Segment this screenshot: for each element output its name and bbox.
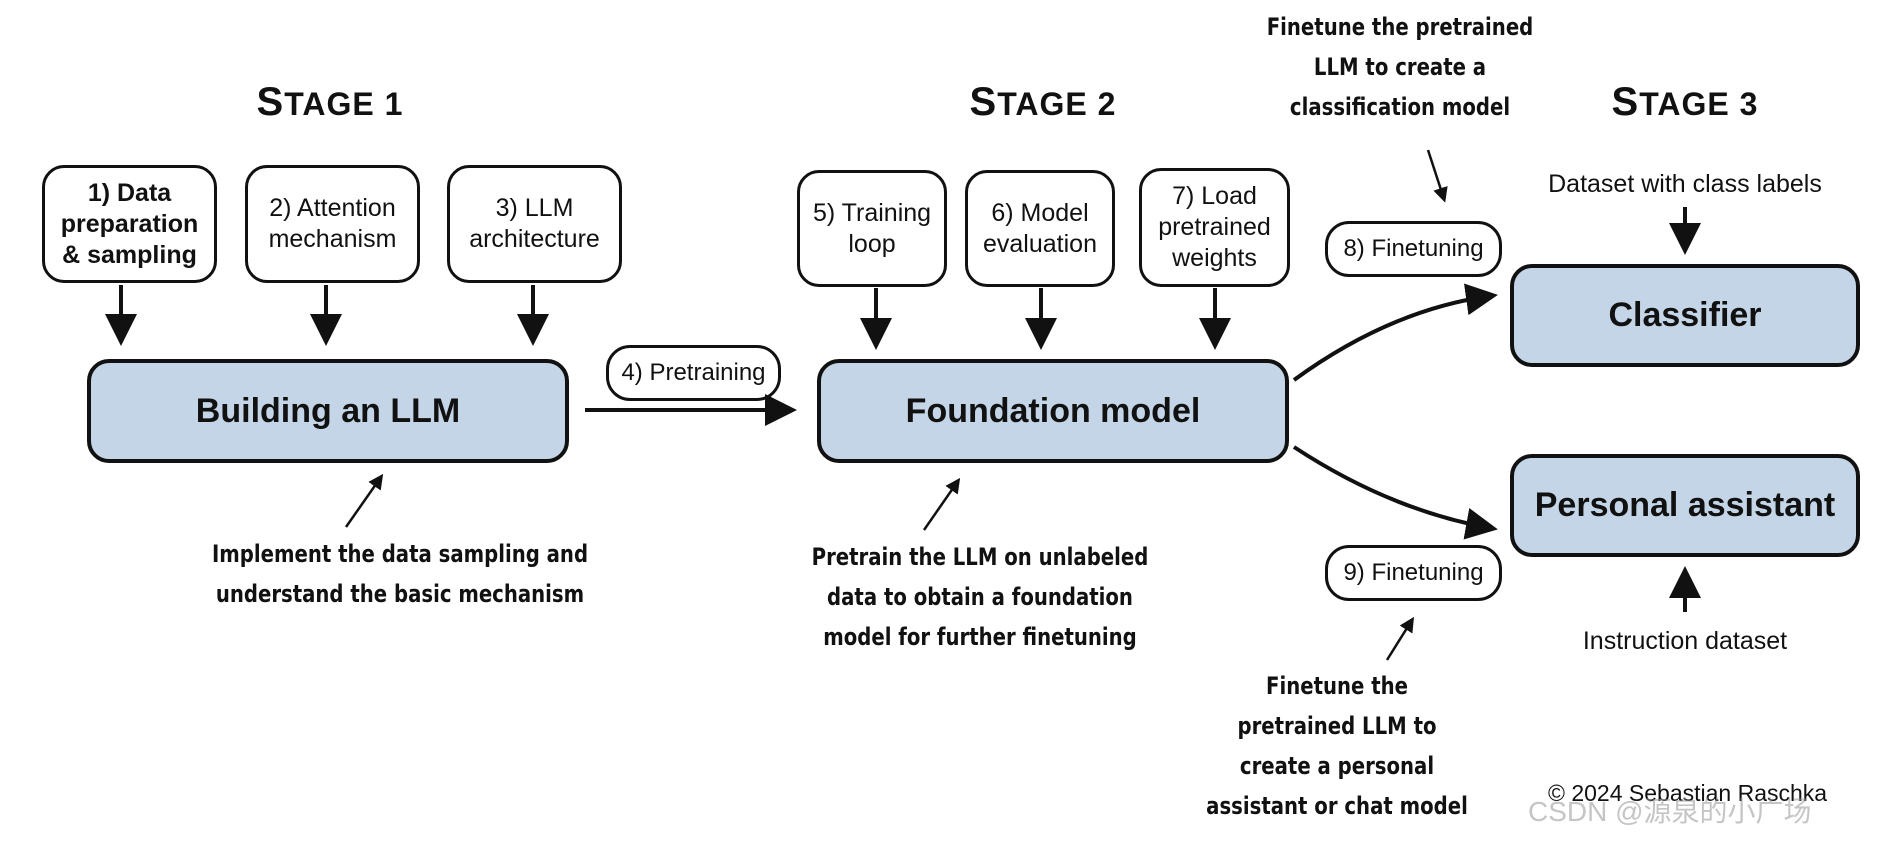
stage-1-initial: S xyxy=(256,80,285,124)
stage-2-title: STAGE 2 xyxy=(893,80,1193,125)
pointer-stage-1-note xyxy=(344,473,384,528)
stage-3-initial: S xyxy=(1611,80,1640,124)
arrow-foundation-to-classifier xyxy=(1292,283,1498,382)
step-data-preparation: 1) Data preparation & sampling xyxy=(42,165,217,283)
stage-2-initial: S xyxy=(969,80,998,124)
stage-2-rest: TAGE 2 xyxy=(997,86,1117,122)
classification-note: Finetune the pretrained LLM to create a … xyxy=(1266,13,1534,121)
step-training-loop: 5) Training loop xyxy=(797,170,947,287)
pointer-assistant-note xyxy=(1385,616,1414,661)
pointer-stage-2-note xyxy=(922,477,961,531)
step-load-pretrained-weights: 7) Load pretrained weights xyxy=(1139,168,1290,287)
pointer-classification-note xyxy=(1426,149,1448,203)
stage-1-rest: TAGE 1 xyxy=(284,86,404,122)
building-llm-box: Building an LLM xyxy=(87,359,569,463)
csdn-watermark: CSDN @源泉的小广场 xyxy=(1528,796,1812,827)
stage-2-note: Pretrain the LLM on unlabeled data to ob… xyxy=(811,543,1149,651)
step-model-evaluation: 6) Model evaluation xyxy=(965,170,1115,287)
instruction-dataset-label: Instruction dataset xyxy=(1582,627,1788,655)
stage-3-rest: TAGE 3 xyxy=(1639,86,1759,122)
stage-1-note: Implement the data sampling and understa… xyxy=(211,540,589,608)
stage-3-title: STAGE 3 xyxy=(1535,80,1835,125)
step-finetuning-classifier: 8) Finetuning xyxy=(1325,221,1502,277)
stage-1-title: STAGE 1 xyxy=(180,80,480,125)
copyright-text: © 2024 Sebastian Raschka xyxy=(1548,780,1828,806)
personal-assistant-box: Personal assistant xyxy=(1510,454,1860,557)
foundation-model-box: Foundation model xyxy=(817,359,1289,463)
assistant-note: Finetune the pretrained LLM to create a … xyxy=(1206,672,1468,820)
step-pretraining: 4) Pretraining xyxy=(606,345,781,401)
step-llm-architecture: 3) LLM architecture xyxy=(447,165,622,283)
step-attention-mechanism: 2) Attention mechanism xyxy=(245,165,420,283)
dataset-class-labels-label: Dataset with class labels xyxy=(1548,170,1822,198)
classifier-box: Classifier xyxy=(1510,264,1860,367)
arrow-foundation-to-assistant xyxy=(1292,445,1498,540)
step-finetuning-assistant: 9) Finetuning xyxy=(1325,545,1502,601)
